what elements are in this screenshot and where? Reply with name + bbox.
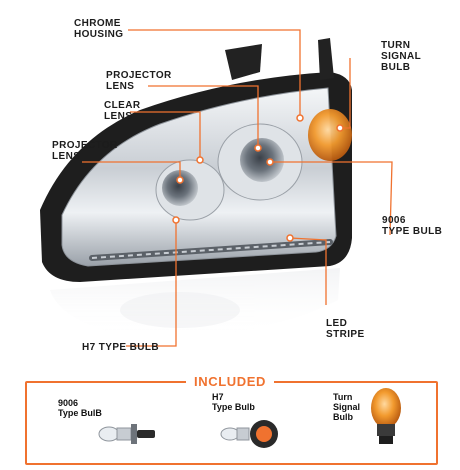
item-label-line: Type Bulb <box>212 402 255 412</box>
callout-text: LENS <box>52 151 81 162</box>
callout-projector-lens-left: PROJECTOR LENS <box>52 140 118 162</box>
callout-projector-lens-top: PROJECTOR LENS <box>106 70 172 92</box>
halogen-bulb-h7-icon <box>220 420 278 448</box>
callout-text: H7 TYPE BULB <box>82 342 160 353</box>
included-item-turn-signal-label: Turn Signal Bulb <box>333 392 360 422</box>
leader-lines <box>82 29 393 347</box>
item-label-line: H7 <box>212 392 224 402</box>
item-label-line: 9006 <box>58 398 79 408</box>
callout-text: STRIPE <box>326 329 365 340</box>
callout-text: LED <box>326 318 348 329</box>
callout-text: TURN <box>381 40 411 51</box>
item-label-line: Turn <box>333 392 353 402</box>
headlight-reflection <box>50 268 340 337</box>
callout-text: LENS <box>104 111 133 122</box>
callout-clear-lens: CLEAR LENS <box>104 100 140 122</box>
callout-text: PROJECTOR <box>52 140 118 151</box>
halogen-bulb-9006-icon <box>98 424 155 444</box>
item-label-line: Bulb <box>333 412 353 422</box>
callout-text: LENS <box>106 81 135 92</box>
callout-led-stripe: LED STRIPE <box>326 318 365 340</box>
led-stripe-graphic <box>89 239 333 261</box>
callout-chrome-housing: CHROME HOUSING <box>74 18 123 40</box>
callout-text: PROJECTOR <box>106 70 172 81</box>
included-item-9006-label: 9006 Type BulB <box>58 398 102 418</box>
callout-turn-signal-bulb: TURN SIGNAL BULB <box>381 40 421 73</box>
projector-lens-left-graphic <box>155 159 225 221</box>
callout-9006-type-bulb: 9006 TYPE BULB <box>382 215 442 237</box>
callout-text: BULB <box>381 62 411 73</box>
amber-turn-signal-bulb-icon <box>371 388 401 444</box>
item-label-line: Signal <box>333 402 361 412</box>
mounting-bracket-left <box>225 44 262 80</box>
callout-text: TYPE BULB <box>382 226 443 237</box>
callout-text: SIGNAL <box>381 51 422 62</box>
callout-text: 9006 <box>382 215 406 226</box>
included-item-h7-label: H7 Type Bulb <box>212 392 255 412</box>
item-label-line: Type BulB <box>58 408 102 418</box>
turn-signal-graphic <box>308 109 352 161</box>
callout-text: CLEAR <box>104 100 141 111</box>
mounting-bracket-right <box>318 38 334 80</box>
callout-h7-type-bulb: H7 TYPE BULB <box>82 342 159 353</box>
callout-text: CHROME <box>74 18 121 29</box>
callout-text: HOUSING <box>74 29 124 40</box>
leader-dots <box>172 114 344 242</box>
